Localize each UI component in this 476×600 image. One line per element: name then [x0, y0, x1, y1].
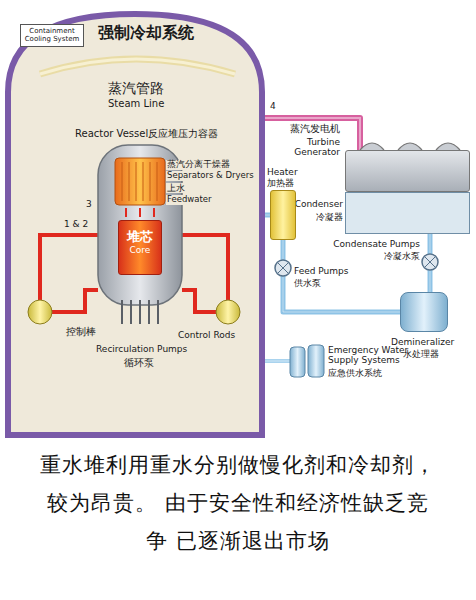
part-label: 控制棒: [66, 326, 96, 338]
turbine-casing: [360, 143, 460, 150]
feed-pump: [275, 260, 291, 276]
part-label: Feed Pumps: [294, 266, 348, 276]
separator-tube: [129, 162, 130, 201]
separator-tube: [136, 162, 137, 201]
pipe-label: 蒸汽管路: [108, 80, 164, 96]
reactor-core: 堆芯Core: [118, 220, 162, 275]
recirculation-pump: [28, 300, 52, 324]
part-label: 上水: [166, 183, 186, 193]
cooling-system-box: Containment Cooling System: [20, 24, 84, 47]
node-text: Reactor Vessel反应堆压力容器: [74, 128, 219, 140]
separators-dryers: [115, 158, 165, 205]
control-rod: [139, 300, 141, 324]
pump-cross: [425, 257, 435, 267]
condensate-pump: [422, 254, 438, 270]
node-text: Condenser: [295, 199, 343, 209]
separator-tube: [150, 162, 151, 201]
control-rod: [148, 300, 150, 324]
cooling-pipe: [40, 59, 235, 74]
cooling-pipe: [40, 59, 235, 74]
demineralizer: Demineralizer水处理器: [400, 292, 448, 332]
part-label: 循环泵: [124, 357, 154, 369]
separator-tube: [143, 162, 144, 201]
pipe-label: Steam Line: [108, 98, 164, 110]
node-text: 加热器: [267, 178, 294, 188]
pipe-highlight: [283, 240, 400, 312]
node-text: Emergency Water Supply Systems: [328, 345, 424, 366]
callout-number: 4: [270, 101, 276, 111]
node-text: Heater: [267, 167, 298, 177]
emergency-tank: [308, 345, 324, 377]
caption: 重水堆利用重水分别做慢化剂和冷却剂，较为昂贵。 由于安全性和经济性缺乏竞争 已逐…: [38, 446, 438, 560]
control-rod: [121, 300, 123, 324]
part-label: 冷凝水泵: [384, 251, 420, 261]
control-rod: [130, 300, 132, 324]
pump-cross: [278, 263, 288, 273]
emergency-water-supply: Emergency Water Supply Systems应急供水系统: [290, 345, 324, 377]
node-text: 应急供水系统: [328, 368, 382, 378]
pipe-connector: [283, 240, 400, 312]
node-text: 冷凝器: [316, 212, 343, 222]
emergency-tank: [290, 347, 305, 377]
node-text: 蒸汽发电机: [290, 123, 340, 135]
node-text: 堆芯: [119, 230, 161, 245]
recirculation-pump: [216, 300, 240, 324]
part-label: Control Rods: [178, 330, 235, 340]
part-label: 供水泵: [294, 278, 321, 288]
containment-building: [8, 14, 262, 435]
node-text: Turbine Generator: [290, 137, 340, 158]
part-label: Condensate Pumps: [333, 239, 420, 249]
system-title: 强制冷却系统: [98, 24, 194, 42]
feedwater-heater: Heater加热器: [270, 190, 296, 240]
turbine-generator: 蒸汽发电机Turbine Generator: [345, 150, 470, 192]
flow-arrow: [126, 208, 154, 217]
part-label: Recirculation Pumps: [96, 344, 187, 354]
recirculation-loop: [182, 235, 228, 312]
control-rod: [157, 300, 159, 324]
part-label: Feedwater: [166, 195, 213, 205]
separator-tube: [122, 162, 123, 201]
recirculation-loop: [40, 235, 98, 312]
part-label: Separators & Dryers: [166, 171, 255, 181]
node-text: Core: [119, 245, 161, 255]
node-text: 水处理器: [403, 349, 439, 359]
separator-tube: [157, 162, 158, 201]
condenser: Condenser冷凝器: [345, 192, 470, 234]
node-text: Containment Cooling System: [24, 27, 80, 43]
callout-number: 1 & 2: [64, 219, 88, 229]
callout-number: 3: [86, 199, 92, 209]
part-label: 蒸汽分离干燥器: [166, 160, 231, 170]
